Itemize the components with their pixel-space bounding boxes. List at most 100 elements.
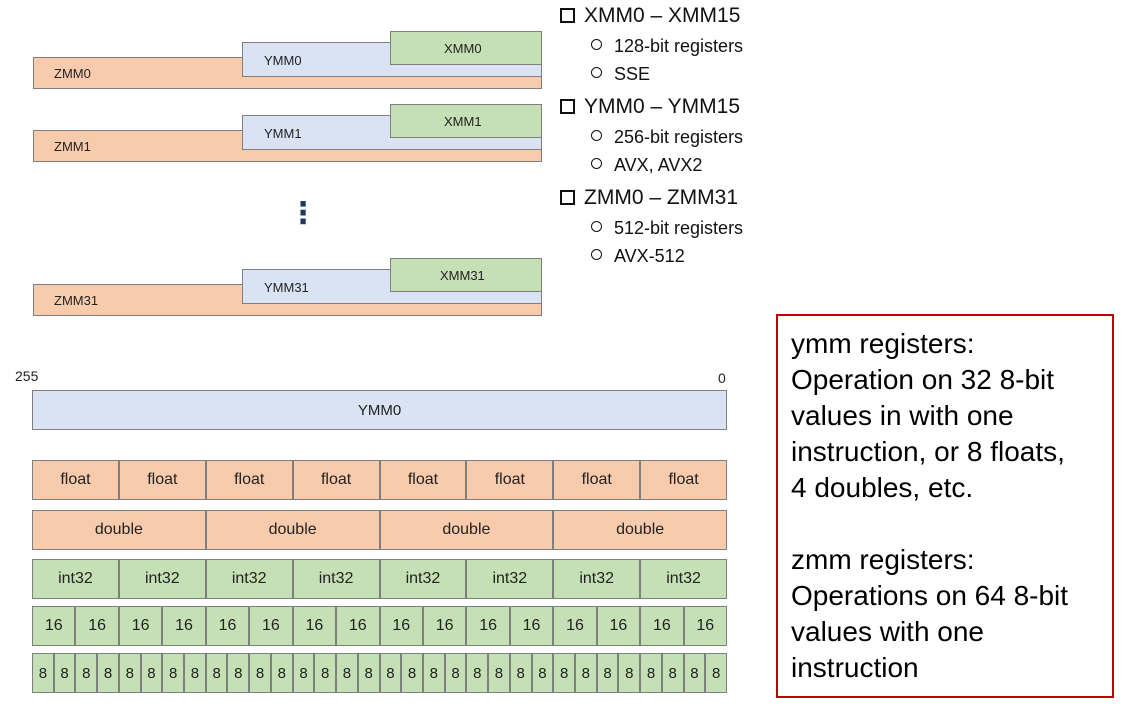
xmm1-label: XMM1	[444, 114, 482, 129]
ymm0-label: YMM0	[264, 53, 302, 68]
list-item: 256-bit registers	[591, 127, 743, 148]
list-title-ymm: YMM0 – YMM15	[560, 95, 740, 119]
zmm1-label: ZMM1	[54, 139, 91, 154]
lane-cell: 8	[379, 653, 402, 693]
note-line: Operations on 64 8-bit	[791, 580, 1069, 611]
lane-cell: 8	[574, 653, 597, 693]
ymm31-label: YMM31	[264, 280, 309, 295]
note-line: instruction, or 8 floats,	[791, 436, 1065, 467]
lane-cell: 8	[97, 653, 119, 693]
lane-cell: double	[553, 510, 727, 550]
lane-cell: 8	[314, 653, 337, 693]
lane-cell: 8	[357, 653, 380, 693]
ymm0-full-label: YMM0	[357, 401, 402, 419]
lane-cell: 8	[531, 653, 554, 693]
zmm0-label: ZMM0	[54, 66, 91, 81]
lane-cell: 8	[509, 653, 532, 693]
checkbox-square-icon	[560, 8, 575, 23]
lane-cell: 8	[249, 653, 271, 693]
zmm31-label: ZMM31	[54, 293, 99, 308]
lane-cell: float	[292, 460, 380, 500]
circle-bullet-icon	[591, 249, 602, 260]
lane-cell: 8	[162, 653, 185, 693]
note-line: ymm registers:	[791, 328, 975, 359]
note-line: values with one	[791, 616, 985, 647]
lane-cell: 8	[596, 653, 619, 693]
note-line: values in with one	[791, 400, 1014, 431]
lane-cell: 16	[162, 606, 206, 646]
lane-cell: double	[32, 510, 206, 550]
lane-cell: int32	[118, 559, 206, 599]
lane-cell: 16	[32, 606, 76, 646]
lane-cell: float	[553, 460, 641, 500]
list-title-zmm: ZMM0 – ZMM31	[560, 186, 738, 210]
lane-cell: 8	[118, 653, 141, 693]
note-line: Operation on 32 8-bit	[791, 364, 1055, 395]
lane-cell: float	[32, 460, 119, 500]
list-title-xmm: XMM0 – XMM15	[560, 4, 740, 28]
lane-cell: float	[466, 460, 554, 500]
note-line: 4 doubles, etc.	[791, 472, 974, 503]
lane-cell: float	[379, 460, 467, 500]
lane-cell: 8	[705, 653, 727, 693]
list-item: 512-bit registers	[591, 218, 743, 239]
ymm1-label: YMM1	[264, 126, 302, 141]
lane-cell: 8	[401, 653, 423, 693]
lane-cell: float	[205, 460, 293, 500]
lane-cell: 16	[640, 606, 684, 646]
lane-cell: 8	[444, 653, 467, 693]
lane-cell: 16	[596, 606, 641, 646]
xmm0-label: XMM0	[444, 41, 482, 56]
lane-cell: 8	[53, 653, 76, 693]
lane-cell: 16	[205, 606, 250, 646]
lane-cell: 8	[205, 653, 228, 693]
lane-cell: 8	[683, 653, 706, 693]
lane-cell: 8	[336, 653, 358, 693]
lane-cell: 8	[292, 653, 315, 693]
lane-cell: float	[118, 460, 206, 500]
lane-cell: 8	[75, 653, 98, 693]
lane-cell: double	[379, 510, 554, 550]
lane-cell: 8	[618, 653, 641, 693]
lane-cell: 16	[466, 606, 510, 646]
circle-bullet-icon	[591, 130, 602, 141]
lane-cell: 16	[509, 606, 554, 646]
vertical-ellipsis: ⋮	[288, 197, 318, 230]
list-item: 128-bit registers	[591, 36, 743, 57]
lane-cell: 8	[661, 653, 684, 693]
ymm0-full-register: YMM0	[32, 390, 727, 430]
lane-cell: int32	[379, 559, 467, 599]
bit-high-label: 255	[15, 368, 39, 384]
lane-cell: 8	[466, 653, 489, 693]
lane-cell: 16	[118, 606, 163, 646]
lane-cell: int32	[205, 559, 293, 599]
bit-low-label: 0	[718, 370, 726, 386]
lane-cell: 16	[336, 606, 380, 646]
list-item: AVX-512	[591, 246, 685, 267]
list-item: SSE	[591, 64, 650, 85]
note-line: zmm registers:	[791, 544, 975, 575]
lane-cell: 8	[640, 653, 662, 693]
lane-cell: int32	[553, 559, 641, 599]
circle-bullet-icon	[591, 67, 602, 78]
lane-cell: 16	[249, 606, 293, 646]
lane-cell: 16	[422, 606, 467, 646]
xmm31-label: XMM31	[440, 268, 485, 283]
lane-cell: 8	[553, 653, 575, 693]
note-line: instruction	[791, 652, 919, 683]
lane-cell: int32	[292, 559, 380, 599]
lane-cell: int32	[466, 559, 554, 599]
circle-bullet-icon	[591, 158, 602, 169]
lane-cell: 16	[75, 606, 119, 646]
lane-cell: 8	[488, 653, 510, 693]
lane-cell: 16	[683, 606, 727, 646]
lane-cell: 16	[379, 606, 423, 646]
lane-cell: int32	[640, 559, 727, 599]
lane-cell: int32	[32, 559, 119, 599]
lane-cell: 8	[422, 653, 445, 693]
circle-bullet-icon	[591, 39, 602, 50]
